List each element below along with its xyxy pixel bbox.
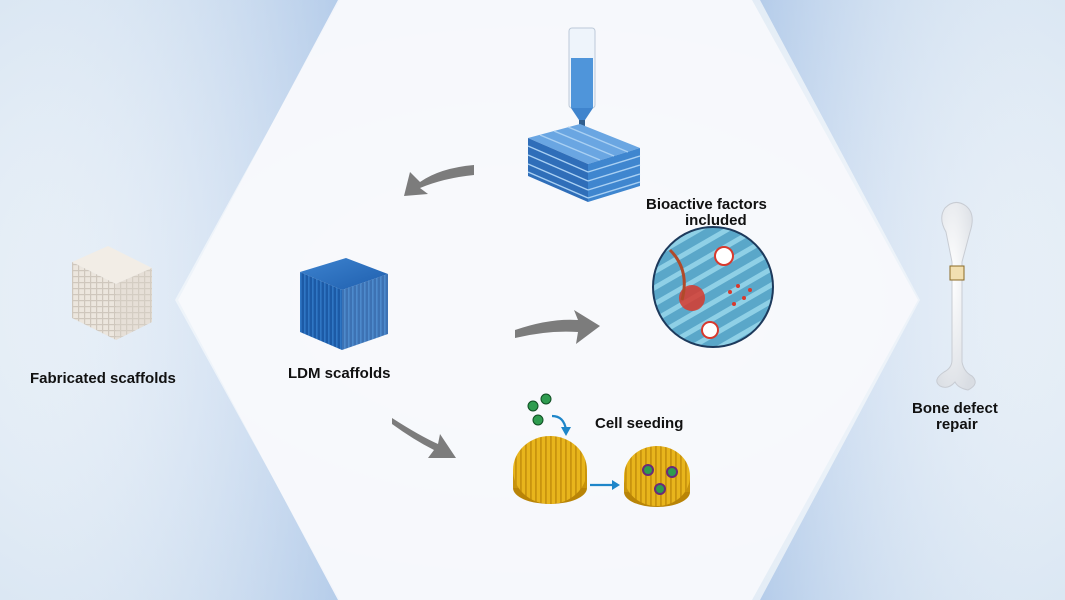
small-arrow-down-head xyxy=(561,427,571,436)
left-wing-panel xyxy=(0,0,340,600)
femur-bone-icon xyxy=(936,202,976,391)
label-bone-line1: Bone defect xyxy=(912,400,998,417)
blue-scaffold-cube-icon xyxy=(300,258,388,350)
central-hexagon xyxy=(178,0,918,600)
cell-icon xyxy=(527,393,552,426)
label-bone-line2: repair xyxy=(936,416,978,433)
label-cell-seeding: Cell seeding xyxy=(595,415,684,432)
white-scaffold-cube-icon xyxy=(72,246,152,340)
right-wing-panel xyxy=(760,0,1065,600)
small-arrow-right-head xyxy=(612,480,620,490)
label-bioactive-line2: included xyxy=(685,212,747,229)
arrow-to-cell-seeding xyxy=(392,418,456,458)
label-ldm-scaffolds: LDM scaffolds xyxy=(288,365,391,382)
gold-scaffold-disc-seeded-icon xyxy=(624,446,690,507)
printed-lattice-icon xyxy=(527,124,641,202)
syringe-icon xyxy=(568,27,596,140)
arrow-to-bioactive xyxy=(515,310,600,344)
label-fabricated-scaffolds: Fabricated scaffolds xyxy=(30,370,176,387)
bioactive-circle-icon xyxy=(652,226,774,348)
label-bioactive-line1: Bioactive factors xyxy=(646,196,767,213)
arrow-to-fabricated xyxy=(404,165,474,196)
gold-scaffold-disc-icon xyxy=(513,436,587,504)
